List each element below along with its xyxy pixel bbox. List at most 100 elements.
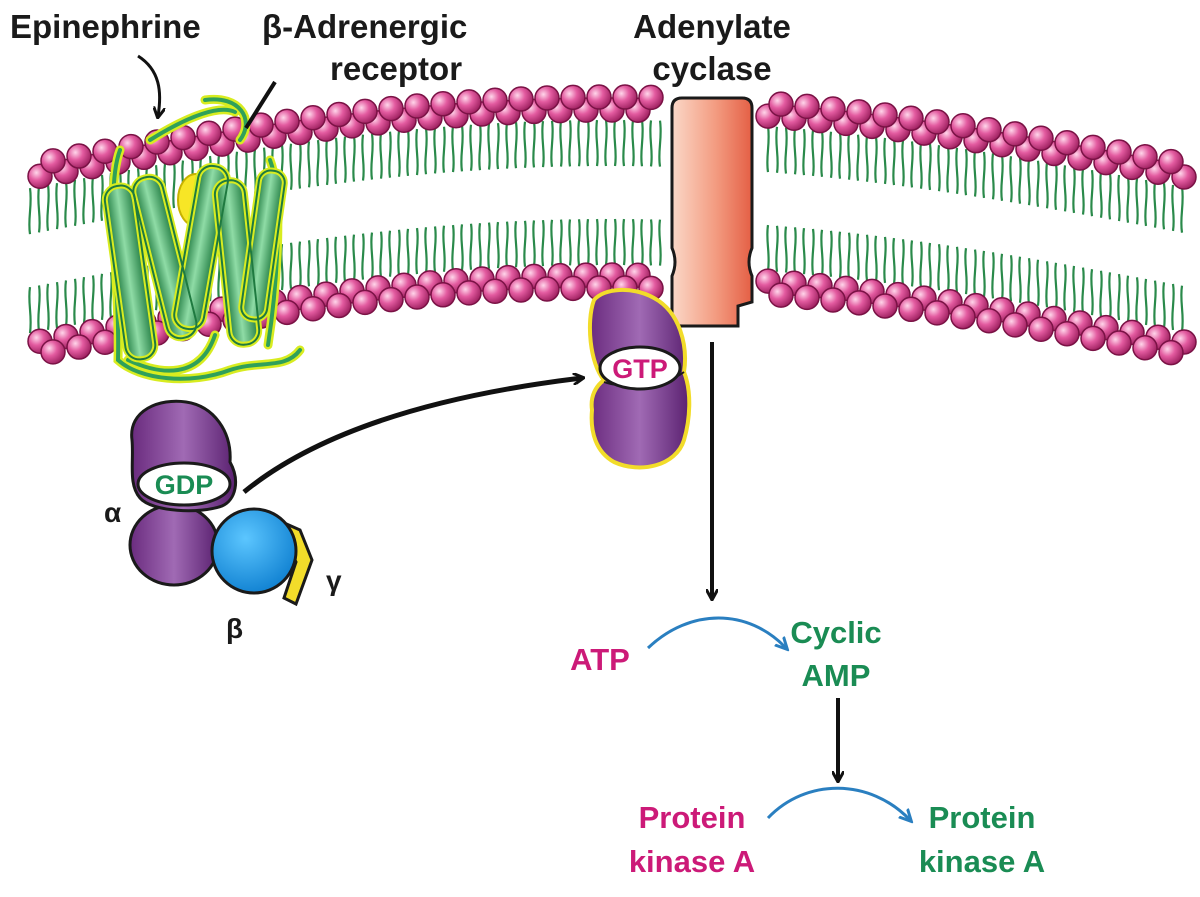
lipid-tail — [595, 119, 599, 167]
lipid-tail — [361, 134, 365, 181]
lipid-tail — [973, 249, 977, 296]
atp-label: ATP — [570, 642, 630, 677]
lipid-tail — [658, 120, 662, 167]
lipid-tail — [1054, 163, 1058, 210]
phospholipid-head — [352, 289, 378, 316]
phospholipid-head — [66, 334, 92, 360]
lipid-tail — [1036, 259, 1040, 306]
g-alpha-lower — [128, 503, 220, 587]
adenylate-cyclase — [670, 96, 754, 328]
lipid-tail — [1171, 283, 1175, 331]
lipid-tail — [352, 234, 356, 281]
lipid-tail — [523, 121, 527, 168]
atp-conversion-arrow — [646, 616, 786, 648]
phospholipid-head — [898, 296, 924, 323]
phospholipid-head — [352, 98, 378, 125]
g-beta-subunit — [210, 507, 298, 595]
lipid-tail — [613, 218, 617, 266]
lipid-tail — [73, 278, 77, 325]
lipid-tail — [838, 132, 842, 179]
lipid-tail — [523, 220, 527, 267]
lipid-tail — [919, 142, 923, 189]
lipid-tail — [631, 119, 635, 167]
lipid-tail — [1081, 267, 1085, 314]
phospholipid-head — [1002, 312, 1028, 338]
phospholipid-head — [1080, 134, 1106, 161]
phospholipid-head — [534, 276, 560, 302]
lipid-tail — [937, 145, 941, 192]
lipid-tail — [1171, 184, 1175, 232]
receptor-pointer — [244, 80, 277, 130]
phospholipid-head — [274, 108, 300, 135]
lipid-tail — [766, 224, 770, 272]
lipid-tail — [1090, 169, 1094, 217]
lipid-tail — [1045, 162, 1049, 209]
phospholipid-head — [872, 293, 898, 319]
lipid-tail — [460, 125, 464, 172]
lipid-tail — [289, 242, 293, 289]
lipid-tail — [46, 283, 50, 330]
lipid-tail — [505, 122, 509, 169]
lipid-tail — [532, 220, 536, 267]
lipid-tail — [1099, 270, 1103, 317]
lipid-tail — [604, 218, 608, 266]
phospholipid-head — [404, 93, 430, 119]
alpha-label: α — [104, 497, 121, 528]
lipid-tail — [343, 235, 347, 282]
lipid-tail — [361, 233, 365, 280]
pka-activation-arrow — [766, 786, 910, 820]
lipid-tail — [442, 225, 446, 272]
lipid-tail — [1027, 258, 1031, 305]
lipid-tail — [46, 184, 50, 231]
lipid-tail — [289, 143, 293, 190]
lipid-tail — [307, 141, 311, 188]
lipid-tail — [1009, 255, 1013, 302]
lipid-tail — [28, 187, 32, 235]
lipid-tail — [1144, 179, 1148, 227]
lipid-tail — [478, 124, 482, 171]
lipid-tail — [847, 133, 851, 180]
activation-arrow — [242, 378, 582, 494]
lipid-tail — [766, 125, 770, 173]
lipid-tail — [793, 227, 797, 274]
lipid-tail — [802, 227, 806, 275]
gtp-label: GTP — [612, 354, 668, 384]
phospholipid-head — [40, 148, 66, 174]
lipid-tail — [514, 221, 518, 268]
lipid-tail — [478, 222, 482, 270]
lipid-tail — [388, 131, 392, 178]
lipid-tail — [1063, 165, 1067, 212]
lipid-tail — [964, 247, 968, 295]
lipid-tail — [469, 223, 473, 270]
lipid-tail — [316, 139, 320, 187]
lipid-tail — [514, 122, 518, 169]
phospholipid-head — [456, 280, 482, 306]
lipid-tail — [1081, 168, 1085, 215]
lipid-tail — [829, 230, 833, 277]
lipid-tail — [622, 218, 626, 266]
lipid-tail — [1099, 171, 1103, 218]
lipid-tail — [28, 286, 32, 334]
epinephrine-pointer — [137, 54, 160, 116]
lipid-tail — [388, 230, 392, 277]
lipid-tail — [307, 240, 311, 287]
lipid-tail — [1036, 160, 1040, 207]
lipid-tail — [946, 146, 950, 193]
lipid-tail — [100, 273, 104, 320]
lipid-tail — [91, 275, 95, 322]
lipid-tail — [64, 181, 68, 228]
lipid-tail — [892, 138, 896, 186]
lipid-tail — [568, 219, 572, 266]
lipid-tail — [469, 124, 473, 171]
beta-adrenergic-receptor — [101, 94, 305, 384]
lipid-tail — [1027, 159, 1031, 206]
pka-inactive-line2: kinase A — [629, 844, 755, 879]
gamma-label: γ — [326, 565, 342, 596]
lipid-tail — [1135, 178, 1139, 225]
phospholipid-head — [638, 84, 664, 111]
lipid-tail — [586, 218, 590, 266]
lipid-tail — [487, 123, 491, 170]
phospholipid-head — [1106, 139, 1132, 165]
lipid-tail — [1090, 268, 1094, 316]
phospholipid-head — [534, 85, 560, 111]
